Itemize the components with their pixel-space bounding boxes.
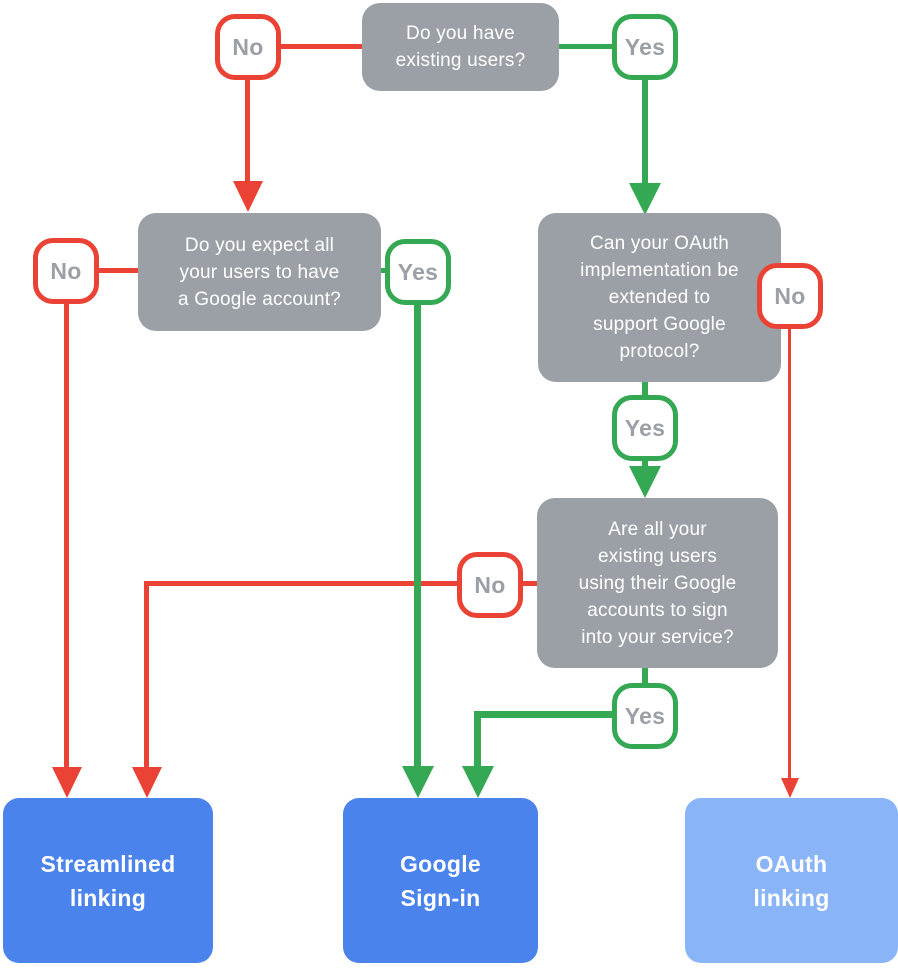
arrowhead-into-q3 xyxy=(629,183,661,215)
question-oauth-extensible: Can your OAuth implementation be extende… xyxy=(538,213,781,382)
badge-no-q1-label: No xyxy=(232,33,264,60)
edge-q1-to-no-badge xyxy=(281,44,362,49)
question-google-account-expectation: Do you expect all your users to have a G… xyxy=(138,213,381,331)
badge-no-q2: No xyxy=(33,238,99,304)
badge-yes-q3: Yes xyxy=(612,395,678,461)
arrowhead-yes4-into-signin xyxy=(462,766,494,798)
badge-yes-q1: Yes xyxy=(612,14,678,80)
outcome-google-sign-in: Google Sign-in xyxy=(343,798,538,963)
badge-yes-q4-label: Yes xyxy=(624,702,666,729)
edge-q4-to-yes-badge xyxy=(642,666,648,684)
edge-yes1-down-to-q3 xyxy=(642,78,648,184)
outcome-streamlined-linking: Streamlined linking xyxy=(3,798,213,963)
outcome-google-sign-in-label: Google Sign-in xyxy=(399,850,482,911)
edge-no4-left xyxy=(144,581,457,586)
arrowhead-no3-into-oauth xyxy=(781,778,799,798)
question-users-sign-in-with-google-text: Are all your existing users using their … xyxy=(578,518,737,648)
badge-yes-q2-label: Yes xyxy=(397,258,439,285)
edge-yes4-left xyxy=(474,711,612,718)
edge-yes2-down-to-signin xyxy=(414,301,421,767)
edge-yes4-down-to-signin xyxy=(474,711,481,767)
badge-yes-q1-label: Yes xyxy=(624,33,666,60)
edge-q2-to-no-badge xyxy=(98,268,138,273)
question-google-account-expectation-text: Do you expect all your users to have a G… xyxy=(178,234,341,310)
badge-yes-q2: Yes xyxy=(385,239,451,305)
edge-q4-to-no-badge xyxy=(523,581,537,586)
edge-no1-down-to-q2 xyxy=(245,78,250,182)
arrowhead-into-q2 xyxy=(233,181,263,212)
edge-no3-down-to-oauth xyxy=(788,326,791,779)
edge-no4-down-to-streamlined xyxy=(144,581,149,768)
outcome-streamlined-linking-label: Streamlined linking xyxy=(40,850,176,911)
outcome-oauth-linking: OAuth linking xyxy=(685,798,898,963)
question-users-sign-in-with-google: Are all your existing users using their … xyxy=(537,498,778,668)
badge-no-q2-label: No xyxy=(50,257,82,284)
badge-yes-q3-label: Yes xyxy=(624,414,666,441)
badge-no-q3-label: No xyxy=(774,282,806,309)
question-existing-users: Do you have existing users? xyxy=(362,3,559,91)
badge-no-q4: No xyxy=(457,552,523,618)
badge-no-q3: No xyxy=(757,263,823,329)
badge-no-q1: No xyxy=(215,14,281,80)
question-oauth-extensible-text: Can your OAuth implementation be extende… xyxy=(580,233,739,362)
arrowhead-no4-into-streamlined xyxy=(132,767,162,798)
arrowhead-no2-into-streamlined xyxy=(52,767,82,798)
outcome-oauth-linking-label: OAuth linking xyxy=(753,850,830,911)
edge-q1-to-yes-badge xyxy=(535,44,612,49)
edge-q3-to-yes-badge xyxy=(642,380,648,396)
badge-no-q4-label: No xyxy=(474,571,506,598)
question-existing-users-text: Do you have existing users? xyxy=(395,23,526,71)
badge-yes-q4: Yes xyxy=(612,683,678,749)
arrowhead-into-q4 xyxy=(629,466,661,498)
arrowhead-yes2-into-signin xyxy=(402,766,434,798)
edge-no2-down-to-streamlined xyxy=(64,302,69,768)
edge-yes3-down-to-q4 xyxy=(642,458,648,468)
